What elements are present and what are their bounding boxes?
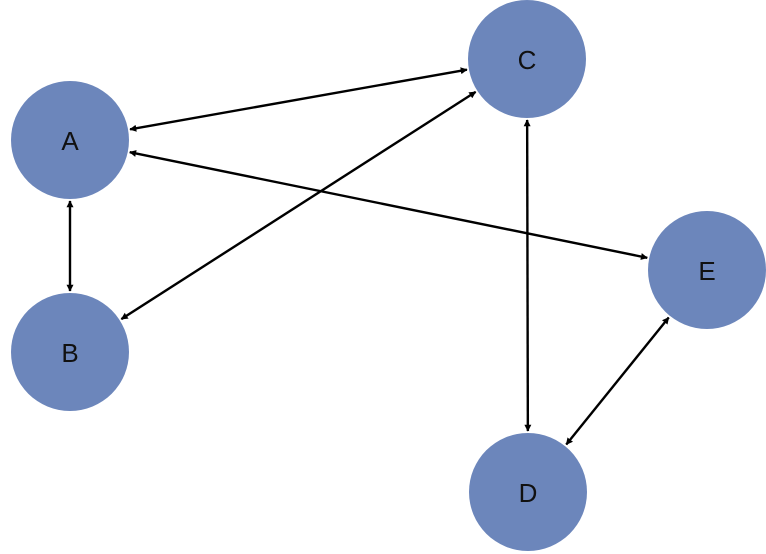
node-b: B [11, 293, 129, 411]
node-d: D [469, 433, 587, 551]
node-label-d: D [519, 478, 538, 508]
node-e: E [648, 211, 766, 329]
node-circle-a [11, 81, 129, 199]
node-label-e: E [698, 256, 715, 286]
edge-d-e [565, 316, 670, 446]
node-circle-b [11, 293, 129, 411]
node-label-c: C [518, 45, 537, 75]
node-circle-c [468, 0, 586, 118]
node-c: C [468, 0, 586, 118]
node-circle-d [469, 433, 587, 551]
node-a: A [11, 81, 129, 199]
node-circle-e [648, 211, 766, 329]
edge-b-c [120, 90, 477, 321]
edge-a-e [129, 150, 648, 260]
node-label-a: A [61, 126, 79, 156]
edge-c-d [523, 119, 532, 432]
watermark-text: CSDN @四问四不知 [615, 528, 752, 545]
nodes-layer: A B C D E [11, 0, 766, 551]
node-label-b: B [61, 338, 78, 368]
edges-layer [66, 67, 670, 446]
edge-a-c [129, 67, 468, 132]
